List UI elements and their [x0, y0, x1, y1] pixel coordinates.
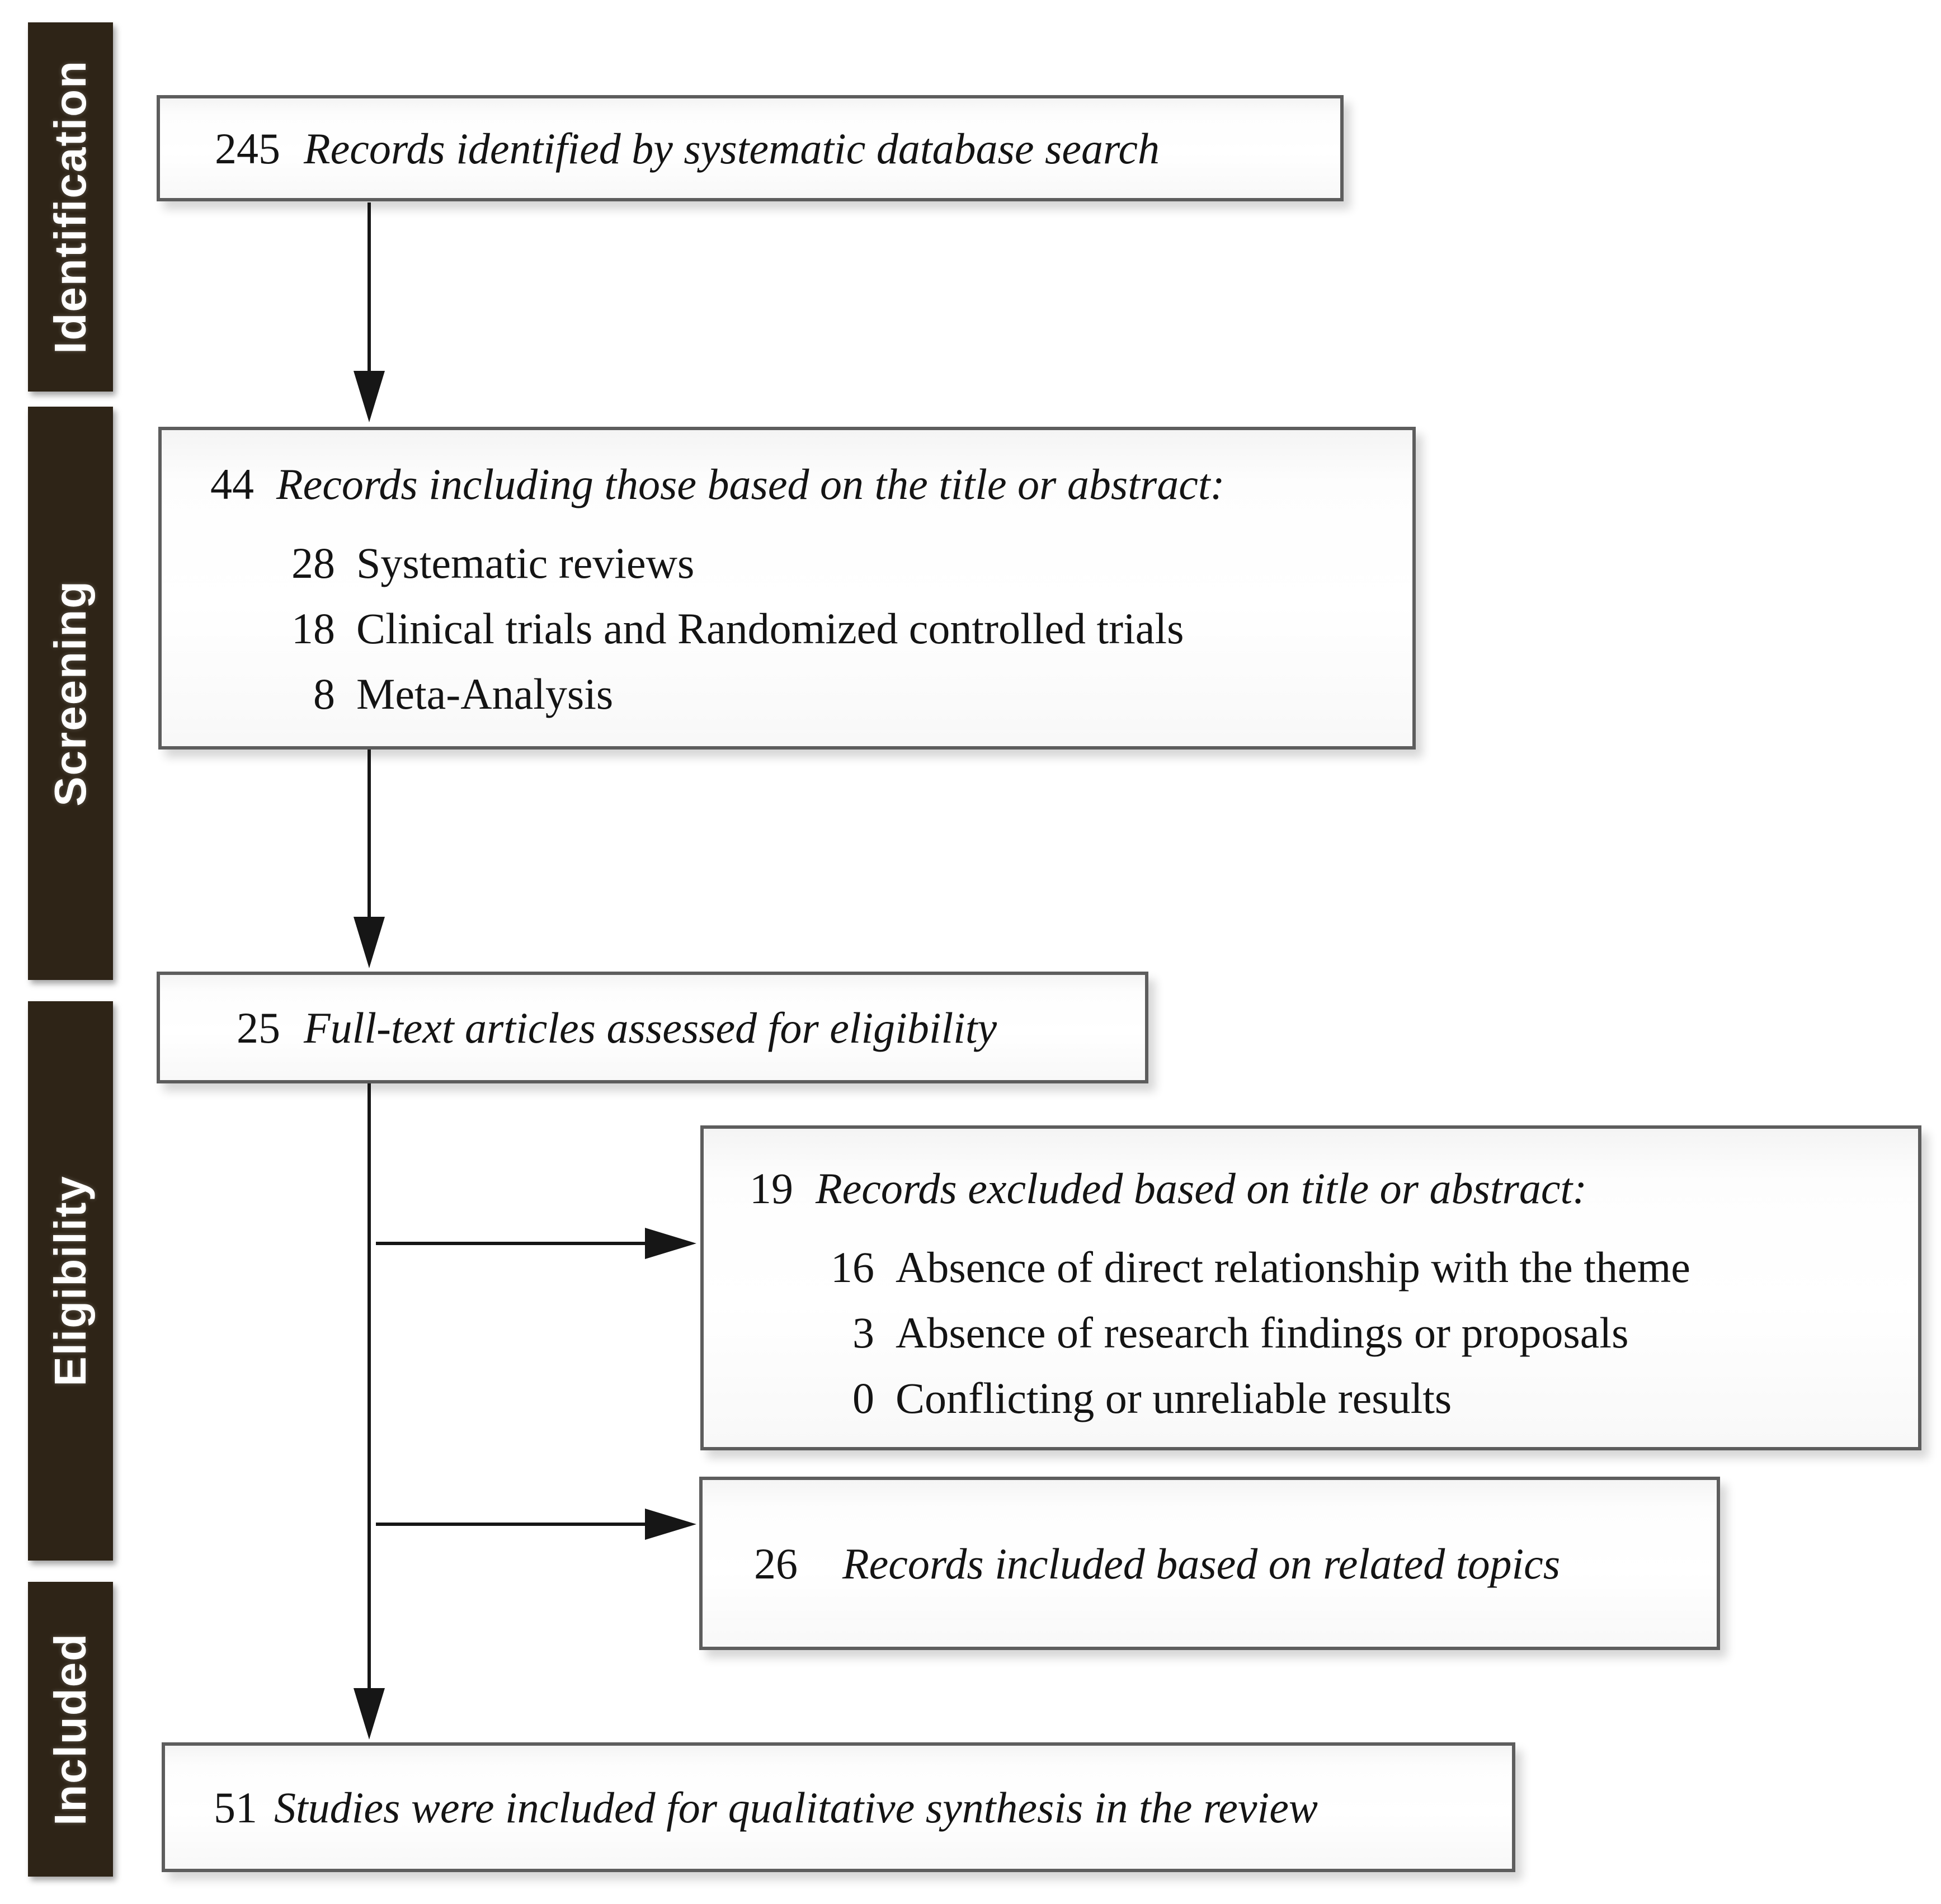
arrow-line — [368, 1083, 371, 1689]
box-records-identified: 245 Records identified by systematic dat… — [157, 95, 1344, 201]
records-excluded-count: 19 — [750, 1164, 793, 1213]
excluded-item-no-relationship: 16 Absence of direct relationship with t… — [734, 1234, 1896, 1300]
records-screened-label: Records including those based on the tit… — [276, 460, 1225, 508]
excluded-item-no-findings: 3 Absence of research findings or propos… — [734, 1300, 1896, 1365]
records-excluded-label: Records excluded based on title or abstr… — [816, 1164, 1587, 1213]
stage-band-screening: Screening — [28, 407, 113, 980]
records-included-related-count: 26 — [754, 1539, 798, 1588]
records-identified-label: Records identified by systematic databas… — [304, 124, 1160, 173]
arrow-head-down-icon — [354, 1688, 385, 1740]
screened-item-meta-analysis: 8 Meta-Analysis — [195, 661, 1384, 727]
records-identified-count: 245 — [215, 124, 280, 173]
records-screened-row: 44 Records including those based on the … — [195, 451, 1384, 517]
stage-band-included: Included — [28, 1582, 113, 1877]
stage-label-eligibility: Eligibility — [45, 1175, 95, 1387]
item-count: 18 — [291, 604, 335, 653]
item-label: Conflicting or unreliable results — [896, 1374, 1452, 1422]
studies-included-final-label: Studies were included for qualitative sy… — [274, 1783, 1318, 1832]
item-count: 16 — [831, 1243, 874, 1292]
box-fulltext-assessed: 25 Full-text articles assessed for eligi… — [157, 972, 1148, 1083]
box-records-screened: 44 Records including those based on the … — [158, 427, 1416, 750]
arrow-line — [376, 1523, 646, 1526]
records-excluded-row: 19 Records excluded based on title or ab… — [734, 1156, 1896, 1221]
box-records-included-related: 26 Records included based on related top… — [699, 1477, 1720, 1650]
arrow-line — [376, 1242, 646, 1245]
item-label: Absence of research findings or proposal… — [896, 1308, 1629, 1357]
studies-included-final-count: 51 — [214, 1783, 257, 1832]
arrow-head-down-icon — [354, 371, 385, 422]
item-label: Absence of direct relationship with the … — [896, 1243, 1690, 1292]
arrow-head-down-icon — [354, 917, 385, 968]
screened-item-systematic-reviews: 28 Systematic reviews — [195, 530, 1384, 596]
arrow-head-right-icon — [645, 1509, 696, 1540]
item-count: 28 — [291, 539, 335, 587]
stage-band-identification: Identification — [28, 22, 113, 392]
stage-label-screening: Screening — [45, 580, 95, 807]
studies-included-final-row: 51 Studies were included for qualitative… — [204, 1775, 1318, 1840]
item-count: 3 — [852, 1308, 874, 1357]
fulltext-assessed-count: 25 — [237, 1003, 280, 1052]
fulltext-assessed-label: Full-text articles assessed for eligibil… — [304, 1003, 997, 1052]
stage-label-identification: Identification — [45, 60, 95, 354]
fulltext-assessed-row: 25 Full-text articles assessed for eligi… — [196, 995, 997, 1061]
excluded-item-conflicting-results: 0 Conflicting or unreliable results — [734, 1365, 1896, 1431]
records-included-related-label: Records included based on related topics — [842, 1539, 1561, 1588]
stage-label-included: Included — [45, 1633, 95, 1826]
box-records-excluded: 19 Records excluded based on title or ab… — [700, 1125, 1921, 1450]
item-label: Meta-Analysis — [356, 670, 614, 718]
arrow-line — [368, 202, 371, 371]
item-label: Clinical trials and Randomized controlle… — [356, 604, 1184, 653]
screened-item-clinical-trials: 18 Clinical trials and Randomized contro… — [195, 596, 1384, 661]
item-count: 8 — [313, 670, 335, 718]
item-count: 0 — [852, 1374, 874, 1422]
arrow-line — [368, 750, 371, 917]
arrow-head-right-icon — [645, 1228, 696, 1259]
item-label: Systematic reviews — [356, 539, 695, 587]
records-screened-count: 44 — [210, 460, 254, 508]
records-identified-row: 245 Records identified by systematic dat… — [196, 116, 1160, 181]
records-included-related-row: 26 Records included based on related top… — [736, 1531, 1560, 1596]
stage-band-eligibility: Eligibility — [28, 1001, 113, 1561]
box-studies-included-final: 51 Studies were included for qualitative… — [162, 1742, 1515, 1872]
